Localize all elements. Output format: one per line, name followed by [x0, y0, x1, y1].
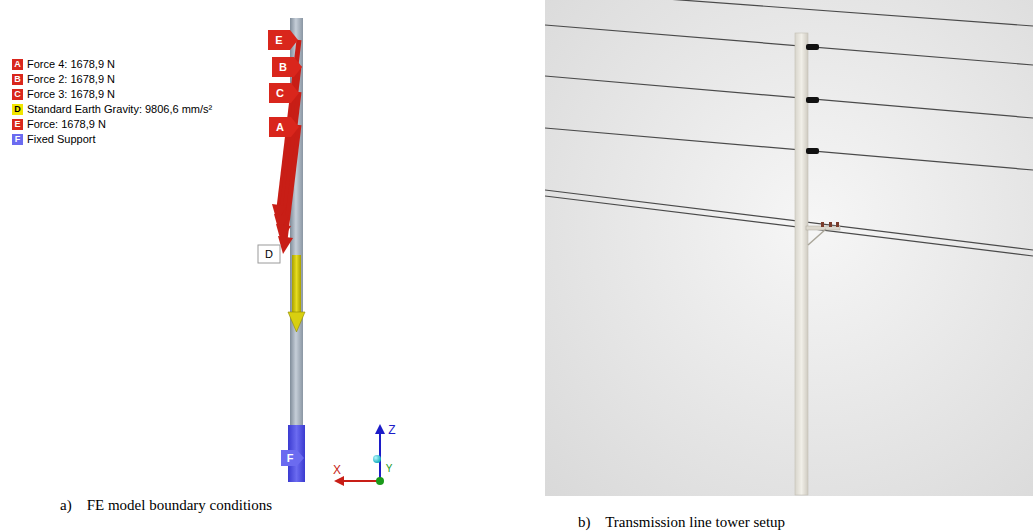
legend-letter: F — [12, 134, 23, 145]
callout-letter: D — [258, 248, 280, 260]
z-axis-head — [375, 424, 385, 434]
callout-box — [258, 245, 280, 263]
legend-text: Standard Earth Gravity: 9806,6 mm/s² — [27, 104, 212, 115]
legend-letter: D — [12, 104, 23, 115]
view-ball — [373, 455, 381, 463]
legend-text: Force: 1678,9 N — [27, 119, 106, 130]
insulators — [806, 44, 819, 154]
y-axis-dot — [376, 477, 384, 485]
legend-text: Force 2: 1678,9 N — [27, 74, 115, 85]
axis-label: Y — [384, 463, 394, 475]
callout-flag — [281, 450, 304, 466]
callout-flag — [269, 83, 299, 103]
axis-label: Z — [386, 424, 398, 437]
pole — [795, 33, 808, 495]
legend-text: Fixed Support — [27, 134, 95, 145]
fe-model — [258, 18, 385, 486]
axis-label: X — [331, 464, 343, 477]
callout-flag — [272, 57, 302, 77]
callout-flag — [269, 117, 299, 137]
legend-letter: B — [12, 74, 23, 85]
callout-letter: B — [274, 61, 292, 73]
subfigure-caption: b) Transmission line tower setup — [578, 514, 785, 531]
gravity-arrow — [292, 255, 301, 315]
callout-letter: C — [271, 87, 289, 99]
callout-letter: F — [282, 452, 298, 464]
legend-letter: E — [12, 119, 23, 130]
legend-text: Force 3: 1678,9 N — [27, 89, 115, 100]
x-axis — [342, 480, 380, 482]
conductors — [545, 0, 1033, 256]
tower-render — [545, 0, 1033, 496]
callout-letter: A — [271, 121, 289, 133]
callout-letter: E — [270, 34, 288, 46]
render-background — [545, 0, 1033, 496]
legend-text: Force 4: 1678,9 N — [27, 59, 115, 70]
gravity-arrowhead — [288, 312, 305, 332]
legend-letter: C — [12, 89, 23, 100]
legend-letter: A — [12, 59, 23, 70]
x-axis-head — [334, 476, 344, 486]
crossarm — [806, 222, 840, 245]
callout-flag — [268, 30, 298, 50]
subfigure-caption: a) FE model boundary conditions — [60, 497, 272, 514]
